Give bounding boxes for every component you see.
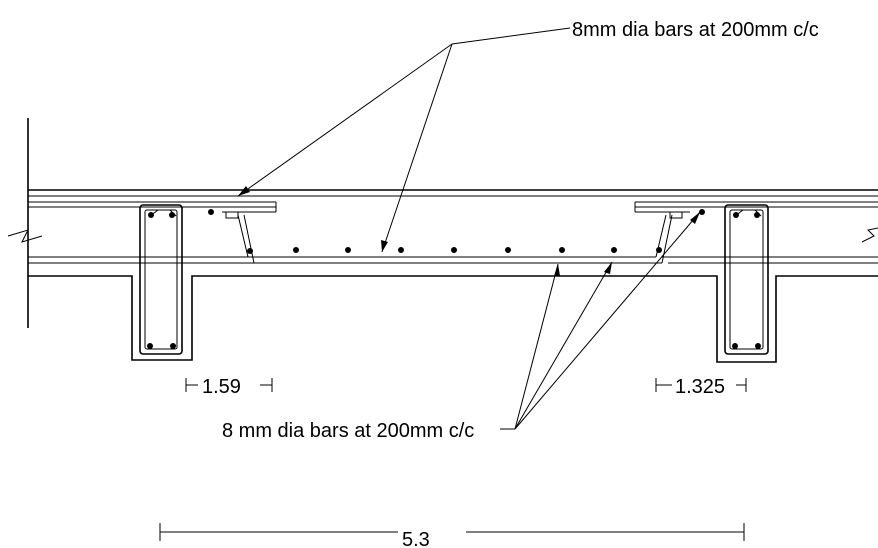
span-dimension bbox=[159, 523, 745, 541]
top-reinforcement bbox=[28, 201, 878, 219]
bar-dot bbox=[699, 209, 705, 215]
beam-bar bbox=[147, 343, 153, 349]
bottom-reinforcement bbox=[28, 214, 878, 264]
beam-bar bbox=[148, 212, 154, 218]
left-cutoff-dimension bbox=[185, 378, 273, 392]
beam-bar bbox=[169, 212, 175, 218]
bottom-callout-text: 8 mm dia bars at 200mm c/c bbox=[222, 420, 474, 442]
right-beam-stirrup bbox=[724, 204, 769, 355]
bar-dot bbox=[559, 247, 565, 253]
beam-bar bbox=[733, 212, 739, 218]
beam-bar bbox=[170, 343, 176, 349]
beam-bar bbox=[732, 343, 738, 349]
left-cutoff-label: 1.59 bbox=[202, 376, 241, 398]
beam-bar bbox=[755, 343, 761, 349]
beam-bar bbox=[754, 212, 760, 218]
span-label: 5.3 bbox=[402, 529, 430, 548]
left-wall bbox=[7, 118, 43, 328]
bar-dot bbox=[505, 247, 511, 253]
bar-dot bbox=[293, 247, 299, 253]
bar-dot bbox=[611, 247, 617, 253]
bottom-callout-leaders bbox=[500, 211, 701, 430]
right-cutoff-label: 1.325 bbox=[675, 376, 725, 398]
left-beam-stirrup bbox=[139, 204, 183, 355]
bar-dot bbox=[345, 247, 351, 253]
bar-dot bbox=[656, 247, 662, 253]
top-callout-leaders bbox=[237, 27, 571, 253]
bar-dot bbox=[208, 209, 214, 215]
slab-outline bbox=[28, 189, 878, 363]
top-callout-text: 8mm dia bars at 200mm c/c bbox=[572, 19, 819, 41]
bar-dot bbox=[398, 247, 404, 253]
right-cutoff-dimension bbox=[655, 378, 747, 392]
bar-dot bbox=[451, 247, 457, 253]
distribution-bars bbox=[208, 209, 705, 254]
bar-dot bbox=[247, 248, 253, 254]
right-break-symbol bbox=[861, 227, 878, 243]
